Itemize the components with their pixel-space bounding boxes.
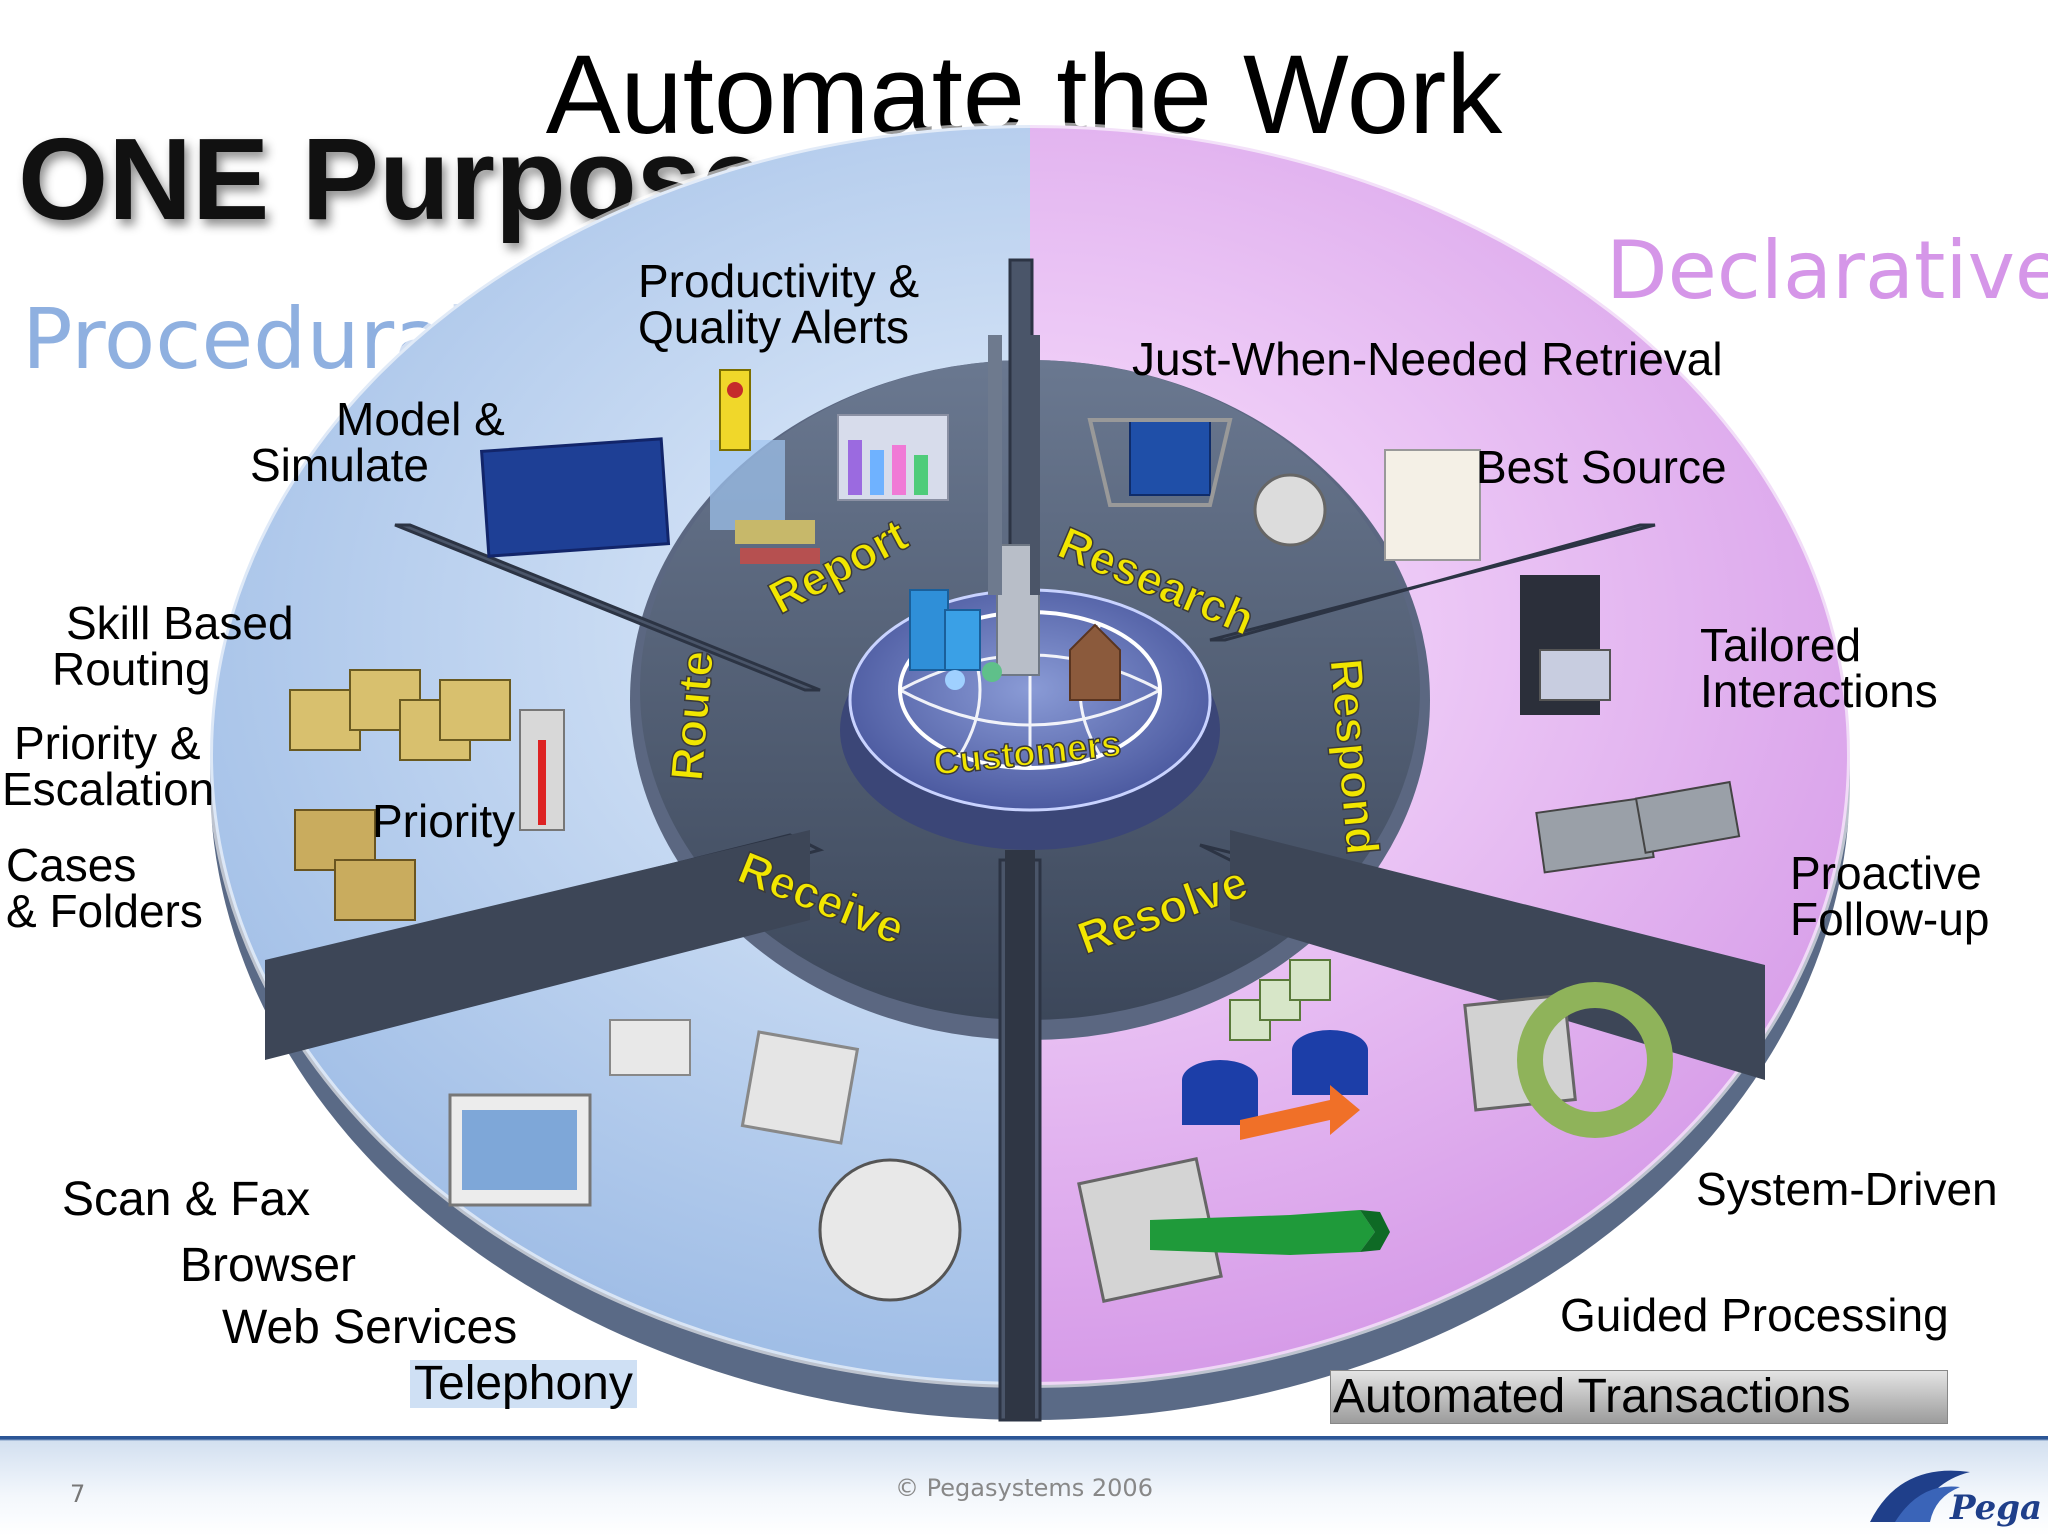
- priority-escalation-label: Priority &Escalation: [2, 717, 215, 815]
- cases-folders-label: Cases& Folders: [6, 839, 203, 937]
- just-when-needed-retrieval-label: Just-When-Needed Retrieval: [1132, 333, 1723, 385]
- segment-label-route: Route: [660, 649, 723, 783]
- pega-logo-text: Pega: [1950, 1488, 2043, 1528]
- browser-label: Browser: [180, 1239, 357, 1292]
- copyright-notice: © Pegasystems 2006: [895, 1474, 1153, 1502]
- pega-logo-icon: [1870, 1470, 1970, 1522]
- system-driven-label: System-Driven: [1696, 1163, 1998, 1215]
- automated-transactions-label: Automated Transactions: [1330, 1370, 1948, 1424]
- scan-fax-label: Scan & Fax: [62, 1173, 311, 1226]
- productivity-alerts-label: Productivity &Quality Alerts: [638, 255, 920, 353]
- priority-label: Priority: [372, 795, 516, 847]
- model-simulate-label: Model &Simulate: [250, 393, 505, 491]
- guided-processing-label: Guided Processing: [1560, 1289, 1949, 1341]
- automation-wheel-diagram: Report Research Respond Resolve Receive …: [210, 125, 1850, 1422]
- best-source-label: Best Source: [1476, 441, 1727, 493]
- page-number: 7: [70, 1480, 86, 1508]
- web-services-label: Web Services: [222, 1301, 518, 1354]
- declarative-heading: Declarative: [1606, 224, 2048, 317]
- telephony-label: Telephony: [410, 1360, 637, 1408]
- footer-bar: [0, 1436, 2048, 1536]
